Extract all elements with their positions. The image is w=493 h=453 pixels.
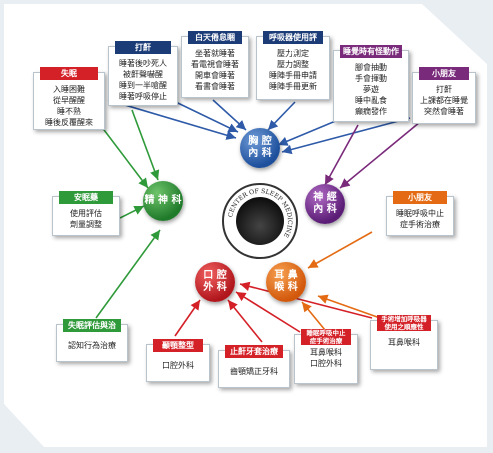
dept-oral-label: 口 腔 外 科 [203, 270, 227, 293]
card-line: 開車會睡著 [195, 71, 235, 80]
card-oral-appliance: 止鼾牙套治療 齒顎矯正牙科 [218, 345, 290, 388]
card-line: 從早醒醒 [53, 96, 85, 105]
card-line: 睡後反覆醒來 [45, 118, 93, 127]
arrow-apnea-oral [235, 291, 301, 333]
card-line: 耳鼻喉科 [388, 338, 420, 347]
card-jaw-title: 顳顎整型 [153, 339, 203, 352]
card-apnea-title: 睡眠呼吸中止症手術治療 [301, 329, 351, 345]
card-line: 耳鼻喉科 [310, 348, 342, 357]
arrow-move-chest [277, 119, 339, 146]
card-line: 劑量調整 [70, 220, 102, 229]
arrow-snoring-psych [131, 109, 160, 181]
card-line: 睡不熟 [57, 107, 81, 116]
card-sedative-title: 安眠藥 [59, 191, 113, 204]
dept-psychiatry[interactable]: 精 神 科 [143, 181, 183, 221]
card-line: 認知行為治療 [68, 341, 116, 350]
card-line: 上課都在睡覺 [420, 96, 468, 105]
arrow-apnea-ent [301, 301, 326, 331]
card-line: 入睡困難 [53, 85, 85, 94]
arrow-move-neuro [324, 124, 359, 186]
card-child-title: 小朋友 [419, 67, 469, 80]
card-daytime-title: 白天倦怠睏 [188, 31, 242, 44]
card-line: 口腔外科 [310, 359, 342, 368]
dept-oral-surgery[interactable]: 口 腔 外 科 [195, 262, 235, 302]
arrow-daytime-chest [212, 99, 247, 131]
card-apnea-surgery: 睡眠呼吸中止症手術治療 耳鼻喉科口腔外科 [294, 329, 358, 384]
card-line: 看電視會睡著 [191, 60, 239, 69]
arrow-cpap-chest [267, 101, 296, 131]
card-line: 癲癇發作 [355, 107, 387, 116]
card-insomnia: 失眠 入睡困難從早醒醒睡不熟睡後反覆醒來 [33, 67, 105, 130]
card-line: 坐著就睡著 [195, 49, 235, 58]
card-line: 看書會睡著 [195, 82, 235, 91]
card-sleep-movements: 睡覺時有怪動作 腳會抽動手會揮動夢遊睡中亂食癲癇發作 [333, 45, 409, 122]
dept-chest-medicine[interactable]: 胸 腔 內 科 [240, 128, 280, 168]
card-line: 睡中亂食 [355, 96, 387, 105]
card-line: 手會揮動 [355, 74, 387, 83]
dept-chest-label: 胸 腔 內 科 [248, 136, 272, 159]
card-sedative: 安眠藥 使用評估劑量調整 [52, 191, 120, 236]
card-line: 睡到一半嗆醒 [119, 81, 167, 90]
card-line: 睡陣手冊申請 [269, 71, 317, 80]
card-snoring: 打鼾 睡著後吵死人被鼾聲嚇醒睡到一半嗆醒睡著呼吸停止 [108, 41, 178, 106]
arrow-child-chest [281, 117, 411, 155]
card-line: 被鼾聲嚇醒 [123, 70, 163, 79]
card-line: 壓力測定 [260, 48, 326, 59]
arrow-insomnia-chest [107, 99, 237, 140]
card-cbt-title: 失眠評估與治療 [63, 319, 121, 343]
card-line: 突然會睡著 [424, 107, 464, 116]
dept-ent[interactable]: 耳 鼻 喉 科 [266, 262, 306, 302]
card-line: 睡眠呼吸中止 [396, 209, 444, 218]
card-child2-title: 小朋友 [393, 191, 447, 204]
card-child-surgery: 小朋友 睡眠呼吸中止症手術治療 [386, 191, 454, 236]
card-insomnia-title: 失眠 [40, 67, 98, 80]
card-line: 壓力調整 [277, 60, 309, 69]
seal-emblem [236, 197, 284, 245]
card-line: 腳會抽動 [355, 63, 387, 72]
card-line: 睡著呼吸停止 [119, 92, 167, 101]
card-cpap-evaluation: 呼吸器使用評估 壓力測定壓力調整睡陣手冊申請睡陣手冊更新 [256, 31, 330, 100]
card-line: 症手術治療 [400, 220, 440, 229]
card-line: 夢遊 [363, 85, 379, 94]
card-line: 睡著後吵死人 [119, 59, 167, 68]
dept-psych-label: 精 神 科 [144, 195, 182, 206]
arrow-jaw-oral [174, 299, 201, 337]
card-line: 齒顎矯正牙科 [230, 367, 278, 376]
arrow-cbt-psych [95, 229, 161, 319]
arrow-adherence-oral [239, 281, 373, 319]
card-line: 口腔外科 [162, 361, 194, 370]
sleep-center-seal: CENTER OF SLEEP MEDICINE [222, 183, 298, 259]
arrow-child-neuro [339, 121, 421, 189]
card-move-title: 睡覺時有怪動作 [340, 45, 402, 58]
arrow-sedative-psych [119, 205, 145, 219]
card-jaw-surgery: 顳顎整型 口腔外科 [146, 339, 210, 382]
arrow-ortho-oral [227, 299, 263, 343]
dept-neurology[interactable]: 神 經 內 科 [305, 184, 345, 224]
card-child: 小朋友 打鼾上課都在睡覺突然會睡著 [412, 67, 476, 124]
card-cpap-adherence: 手術增加呼吸器使用之順應性 耳鼻喉科 [370, 315, 438, 370]
arrow-adherence-ent [317, 294, 381, 319]
card-line: 打鼾 [436, 85, 452, 94]
card-line: 使用評估 [70, 209, 102, 218]
card-ortho-title: 止鼾牙套治療 [225, 345, 283, 358]
arrow-child2-ent [307, 231, 373, 269]
card-line: 睡陣手冊更新 [269, 82, 317, 91]
card-snoring-title: 打鼾 [115, 41, 171, 54]
dept-neuro-label: 神 經 內 科 [313, 192, 337, 215]
card-cpap-title: 呼吸器使用評估 [263, 31, 323, 55]
card-daytime-sleepiness: 白天倦怠睏 坐著就睡著看電視會睡著開車會睡著看書會睡著 [181, 31, 249, 98]
card-insomnia-cbt: 失眠評估與治療 認知行為治療 [56, 319, 128, 362]
dept-ent-label: 耳 鼻 喉 科 [274, 270, 298, 293]
card-adherence-title: 手術增加呼吸器使用之順應性 [377, 315, 431, 331]
